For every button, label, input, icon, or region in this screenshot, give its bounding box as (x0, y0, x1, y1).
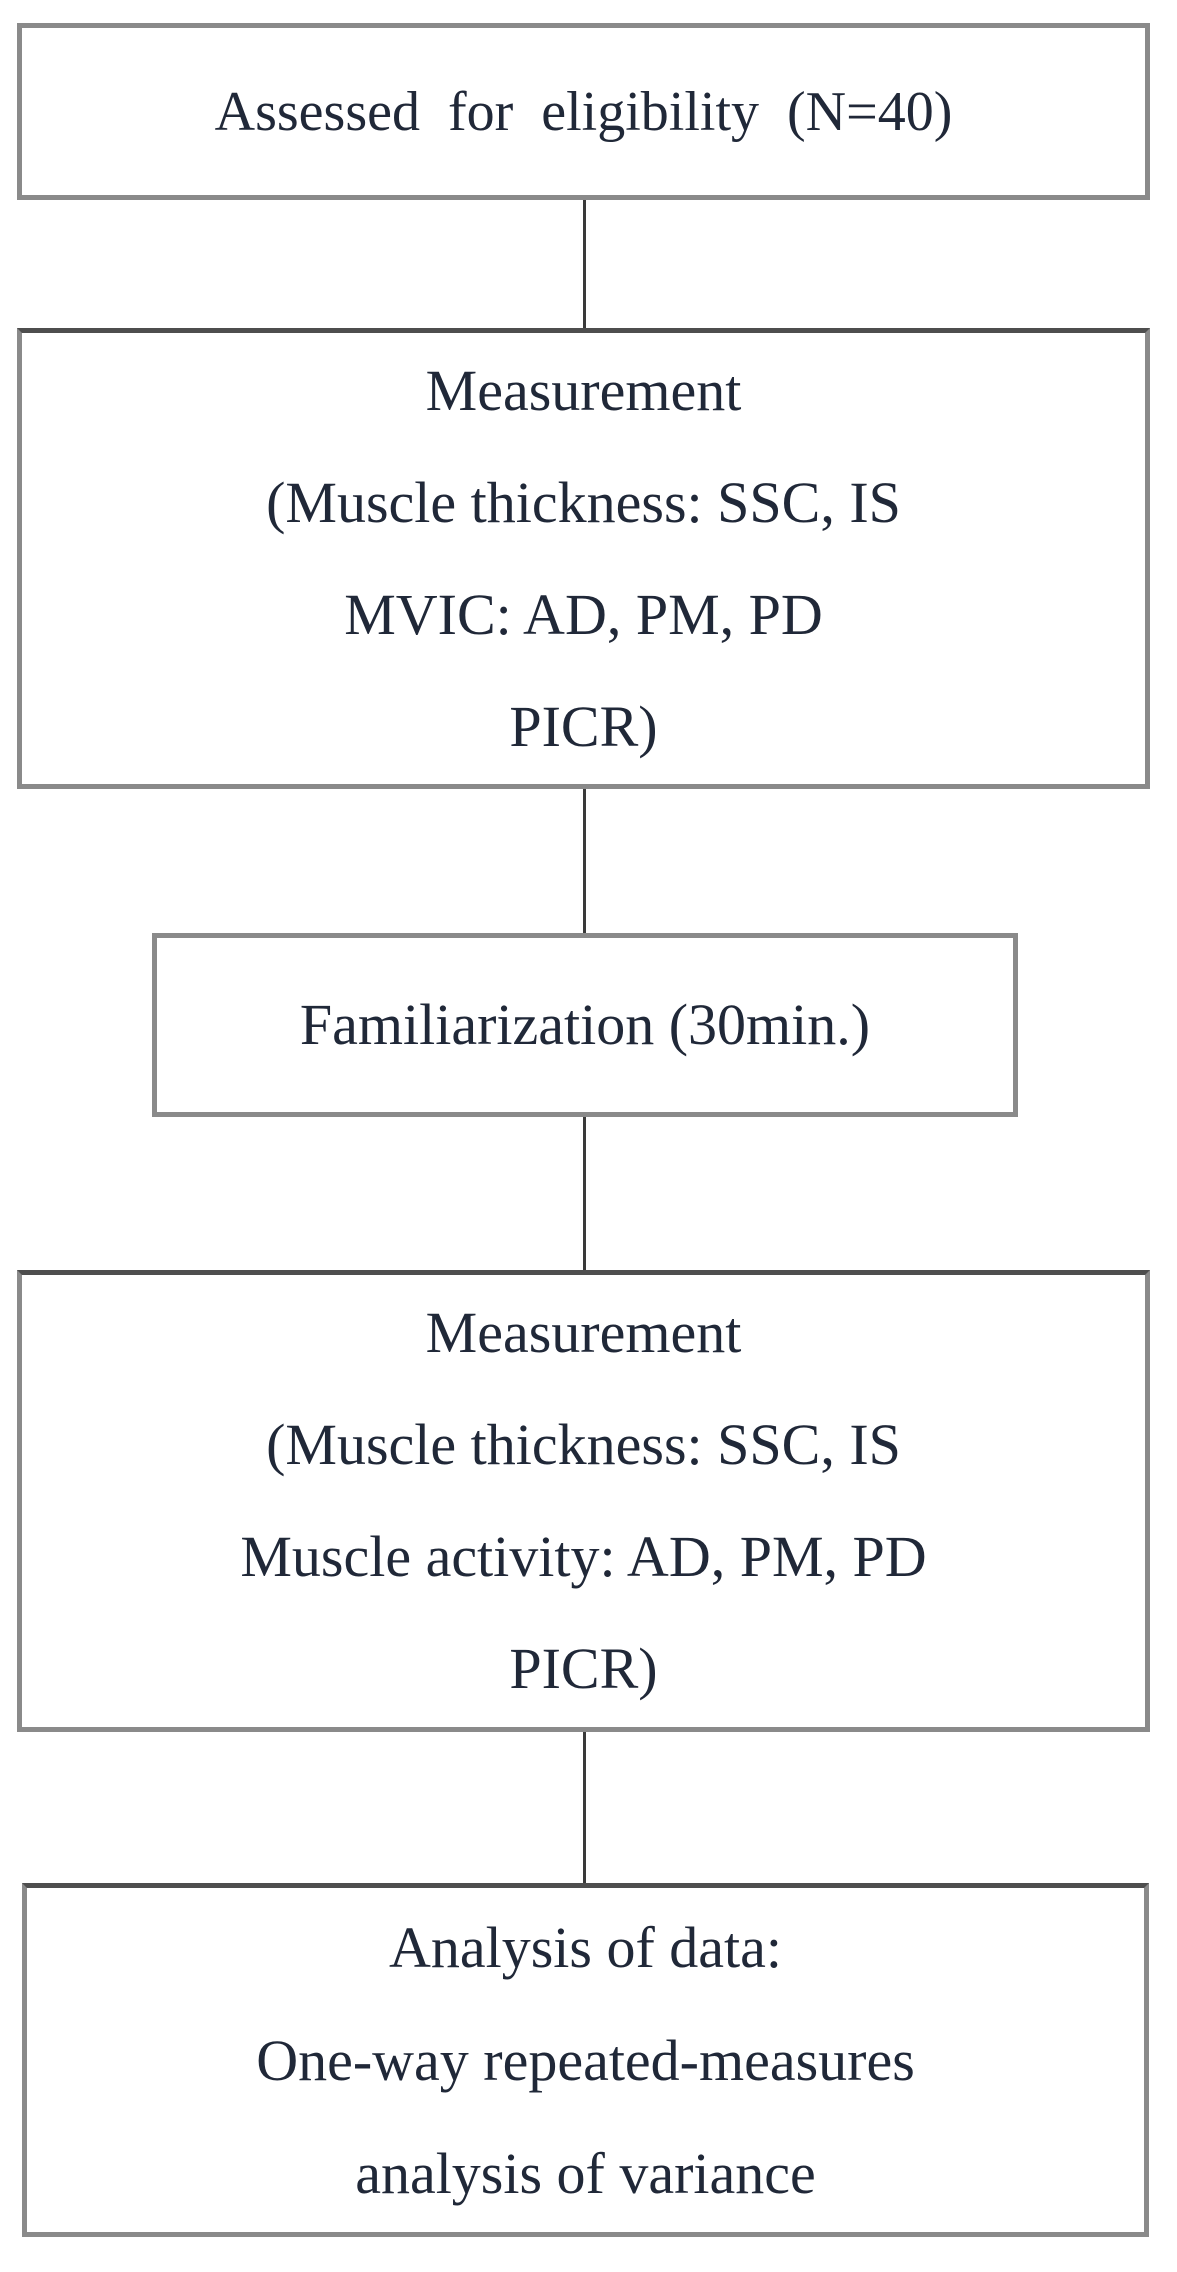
node-text-line: Muscle activity: AD, PM, PD (240, 1524, 927, 1589)
node-text-line: Measurement (425, 357, 742, 423)
flow-node-measurement-followup: Measurement (Muscle thickness: SSC, IS M… (17, 1270, 1150, 1732)
connector-line (583, 1117, 586, 1270)
node-text-line: Analysis of data: (388, 1914, 783, 1980)
node-text-line: Familiarization (30min.) (299, 992, 871, 1057)
flow-node-measurement-baseline: Measurement (Muscle thickness: SSC, IS M… (17, 328, 1150, 789)
node-text-line: Assessed for eligibility (N=40) (214, 80, 953, 143)
connector-line (583, 1732, 586, 1883)
flow-node-eligibility: Assessed for eligibility (N=40) (17, 23, 1150, 200)
connector-line (583, 789, 586, 933)
connector-line (583, 200, 586, 328)
flow-node-familiarization: Familiarization (30min.) (152, 933, 1018, 1117)
node-text-line: PICR) (509, 693, 658, 759)
node-text-line: analysis of variance (355, 2140, 816, 2206)
node-text-line: MVIC: AD, PM, PD (344, 581, 823, 647)
node-text-line: (Muscle thickness: SSC, IS (266, 469, 901, 535)
flow-node-analysis: Analysis of data: One-way repeated-measu… (22, 1883, 1149, 2237)
node-text-line: (Muscle thickness: SSC, IS (266, 1412, 901, 1477)
node-text-line: Measurement (425, 1300, 742, 1365)
node-text-line: One-way repeated-measures (256, 2027, 915, 2093)
node-text-line: PICR) (509, 1636, 658, 1701)
